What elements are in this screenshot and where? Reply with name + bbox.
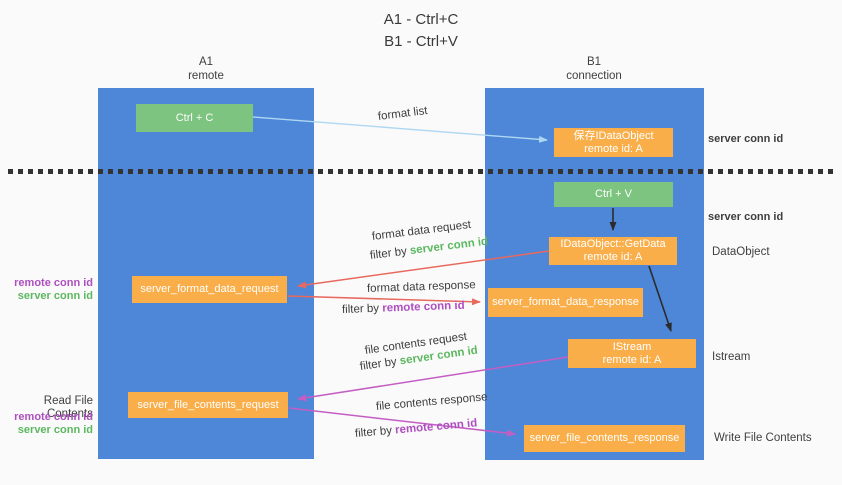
getdata-to-istream-arrow xyxy=(648,265,672,332)
ctrl-v-label: Ctrl + V xyxy=(595,188,632,200)
file-contents-response-arrow xyxy=(288,407,516,437)
file-contents-request-arrow xyxy=(297,356,569,402)
diagram-title: A1 - Ctrl+C B1 - Ctrl+V xyxy=(0,9,842,53)
left-column-role: remote xyxy=(188,70,224,82)
dataobject-annotation: DataObject xyxy=(712,246,770,258)
server-conn-id-annotation: server conn id xyxy=(17,289,93,302)
idataobject-getdata-box: IDataObject::GetData remote id: A xyxy=(549,237,677,265)
server-file-contents-request-box: server_file_contents_request xyxy=(128,392,288,418)
file-conn-id-annotations: remote conn id server conn id xyxy=(0,411,93,436)
left-column-name: A1 xyxy=(198,56,214,68)
server-file-contents-response-box: server_file_contents_response xyxy=(524,425,685,452)
server-conn-id-annotation-mid: server conn id xyxy=(708,211,784,223)
right-column-header: B1 connection xyxy=(524,55,664,83)
istream-line2: remote id: A xyxy=(602,353,662,366)
save-idataobject-box: 保存IDataObject remote id: A xyxy=(554,128,673,157)
title-line-2: B1 - Ctrl+V xyxy=(384,33,458,50)
server-format-data-response-box: server_format_data_response xyxy=(488,288,643,317)
session-divider-dotted-line xyxy=(8,169,835,174)
remote-conn-id-annotation: remote conn id xyxy=(14,411,93,423)
server-file-contents-response-label: server_file_contents_response xyxy=(529,432,680,444)
server-format-data-response-label: server_format_data_response xyxy=(492,296,639,308)
server-conn-id-annotation-top: server conn id xyxy=(708,133,784,145)
server-format-data-request-box: server_format_data_request xyxy=(132,276,287,303)
ctrl-v-event-box: Ctrl + V xyxy=(554,182,673,207)
save-idataobject-line1: 保存IDataObject xyxy=(573,129,654,142)
right-column-role: connection xyxy=(566,70,622,82)
save-idataobject-line2: remote id: A xyxy=(584,142,643,155)
istream-box: IStream remote id: A xyxy=(568,339,696,368)
write-file-contents-annotation: Write File Contents xyxy=(714,432,812,444)
server-format-data-request-label: server_format_data_request xyxy=(140,283,279,295)
server-file-contents-request-label: server_file_contents_request xyxy=(137,398,279,411)
format-data-request-arrow xyxy=(297,250,550,289)
istream-annotation: Istream xyxy=(712,351,751,363)
ctrl-c-label: Ctrl + C xyxy=(175,111,214,124)
title-line-1: A1 - Ctrl+C xyxy=(383,11,459,28)
remote-conn-id-annotation: remote conn id xyxy=(14,277,93,289)
getdata-line1: IDataObject::GetData xyxy=(560,238,666,250)
format-list-arrow xyxy=(252,116,548,143)
format-conn-id-annotations: remote conn id server conn id xyxy=(0,277,93,302)
ctrl-c-event-box: Ctrl + C xyxy=(136,104,253,132)
left-column-header: A1 remote xyxy=(136,55,276,83)
filter-by-text: filter by xyxy=(341,302,383,316)
format-data-response-arrow xyxy=(287,295,481,306)
getdata-line2: remote id: A xyxy=(583,251,643,263)
server-conn-id-annotation: server conn id xyxy=(17,423,93,436)
read-file-contents-annotation: Read File Contents xyxy=(43,395,93,420)
right-column-name: B1 xyxy=(586,56,602,68)
istream-line1: IStream xyxy=(612,340,652,353)
